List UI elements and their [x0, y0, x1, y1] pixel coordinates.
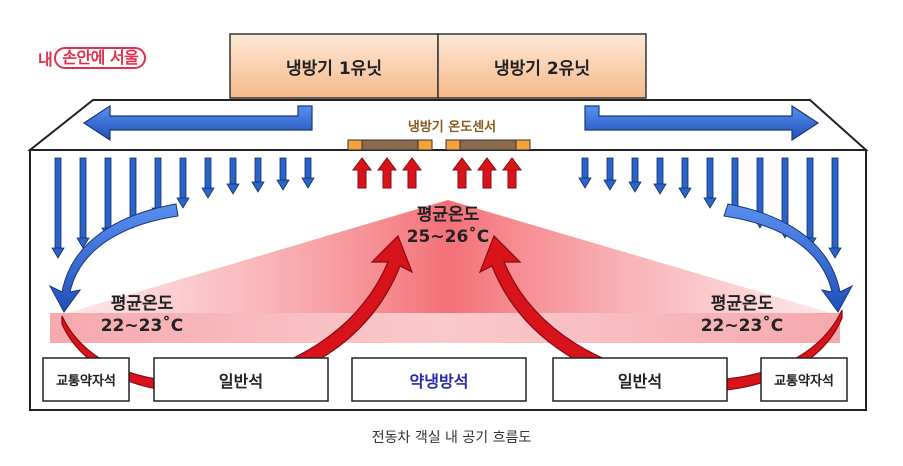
cool-air-down-arrow	[176, 157, 190, 209]
zone-left-label: 평균온도	[110, 294, 174, 314]
seat-priority-right: 교통약자석	[774, 374, 834, 389]
cool-air-curve-right	[723, 203, 854, 313]
seat-box-priority-left	[42, 357, 130, 402]
zone-left-temperature: 평균온도 22~23˚C	[82, 293, 202, 337]
seat-priority-left: 교통약자석	[56, 374, 116, 389]
zone-center-value: 25~26˚C	[406, 227, 490, 247]
duct-arrow-left	[82, 104, 313, 142]
cool-air-down-arrow	[251, 157, 265, 193]
cool-air-down-arrow	[628, 157, 642, 193]
warm-air-up-arrow	[502, 157, 522, 189]
seat-general-right: 일반석	[617, 371, 663, 391]
zone-right-value: 22~23˚C	[700, 316, 784, 336]
cool-air-down-arrow	[578, 157, 592, 189]
warm-air-up-arrow	[402, 157, 422, 189]
zone-center-label: 평균온도	[416, 205, 480, 225]
logo: 내 손안에 서울	[38, 46, 147, 70]
zone-right-label: 평균온도	[710, 294, 774, 314]
warm-air-up-arrows	[352, 157, 522, 189]
warm-air-up-arrow	[477, 157, 497, 189]
warm-air-zone	[60, 200, 838, 343]
cool-air-down-arrow	[301, 157, 315, 189]
cool-air-down-arrow	[653, 157, 667, 195]
warm-air-curve-right	[478, 234, 843, 393]
duct-arrow-right	[584, 104, 820, 142]
sensor-label: 냉방기 온도센서	[407, 120, 497, 135]
seat-box-general-left	[153, 357, 329, 402]
temperature-sensor-right	[445, 139, 531, 151]
logo-pill: 손안에 서울	[54, 47, 147, 69]
seat-general-left: 일반석	[218, 371, 264, 391]
cool-air-down-arrow	[703, 157, 717, 209]
cooling-unit-1-box	[229, 33, 439, 99]
diagram-caption: 전동차 객실 내 공기 흐름도	[371, 430, 532, 446]
zone-left-value: 22~23˚C	[100, 316, 184, 336]
cool-air-down-arrow	[603, 157, 617, 191]
cooling-unit-2-label: 냉방기 2유닛	[494, 58, 590, 79]
zone-right-temperature: 평균온도 22~23˚C	[682, 293, 802, 337]
warm-air-strip	[50, 313, 840, 343]
seat-weak-cooling: 약냉방석	[409, 371, 469, 391]
cool-air-down-arrow	[76, 157, 90, 249]
cool-air-down-arrow	[201, 157, 215, 199]
warm-air-up-arrow	[452, 157, 472, 189]
seat-box-weak-cooling	[351, 357, 527, 402]
cool-air-down-arrow	[678, 157, 692, 199]
cool-air-down-arrow	[276, 157, 290, 191]
zone-center-temperature: 평균온도 25~26˚C	[388, 204, 508, 248]
cool-air-down-arrow	[226, 157, 240, 195]
warm-air-up-arrow	[352, 157, 372, 189]
seat-box-general-right	[552, 357, 728, 402]
cool-air-down-arrow	[828, 157, 842, 259]
cool-air-down-arrow	[51, 157, 65, 259]
cooling-unit-2-box	[437, 33, 647, 99]
temperature-sensor-left	[347, 139, 433, 151]
logo-prefix: 내	[38, 50, 53, 69]
seat-box-priority-right	[760, 357, 848, 402]
warm-air-up-arrow	[377, 157, 397, 189]
cool-air-curve-left	[48, 203, 179, 313]
cooling-unit-1-label: 냉방기 1유닛	[286, 58, 382, 79]
cool-air-down-arrows	[51, 157, 842, 259]
